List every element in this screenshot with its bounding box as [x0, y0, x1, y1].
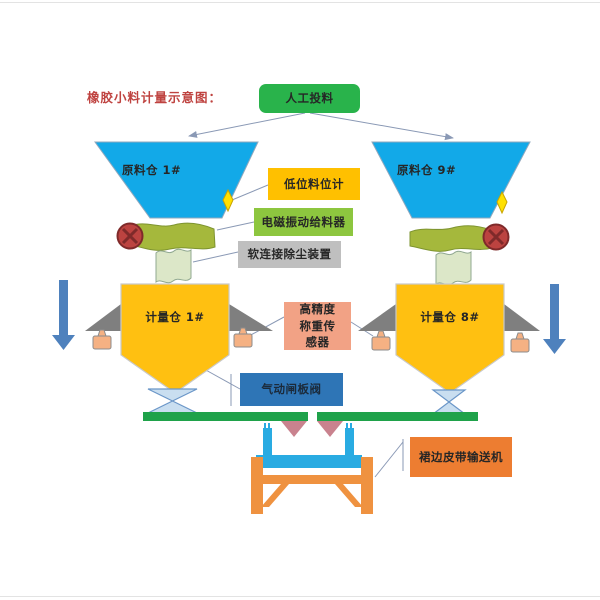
level-sensor-diamond-left-icon [222, 188, 234, 213]
conveyor-belt [256, 455, 362, 468]
leader-soft-connection [192, 251, 239, 263]
callout-conveyor: 裙边皮带输送机 [410, 437, 512, 477]
gate-valve-right [431, 389, 467, 415]
raw-bin-9-funnel [371, 141, 531, 219]
leader-conveyor [374, 441, 404, 478]
flow-arrow-left-icon [188, 112, 306, 138]
discharge-rail-right [317, 412, 478, 421]
page-title: 橡胶小料计量示意图： [87, 90, 223, 105]
raw-bin-1-label: 原料仓 1# [122, 162, 182, 177]
leader-low-level [231, 184, 269, 201]
weigh-bin-8-label: 计量仓 8# [420, 309, 480, 324]
soft-connection-left [155, 248, 192, 284]
support-bracket-2 [229, 304, 273, 331]
frame-brace-left [261, 484, 289, 507]
frame-beam [251, 475, 373, 484]
conveyor-frame [251, 457, 373, 514]
discharge-rail-left [143, 412, 308, 421]
weigh-bin-1-hopper [120, 283, 230, 394]
weigh-bin-8-hopper [395, 283, 505, 394]
load-cell-icon-4 [510, 332, 530, 353]
vibrating-feeder-left [130, 222, 216, 251]
load-cell-icon-2 [233, 327, 253, 348]
weigh-bin-1-label: 计量仓 1# [145, 309, 205, 324]
down-arrow-left-icon [52, 280, 75, 350]
discharge-spout-right [317, 421, 343, 437]
raw-bin-9-label: 原料仓 9# [397, 162, 457, 177]
leader-vibrating-feeder [216, 221, 255, 231]
conveyor-trough [256, 423, 362, 468]
leader-valve [203, 368, 241, 390]
callout-load-cell: 高精度称重传感器 [284, 302, 351, 350]
conveyor-skirt-left [263, 428, 272, 458]
frame-leg-left [251, 457, 263, 514]
callout-gate-valve: 气动闸板阀 [240, 373, 343, 406]
down-arrow-right-icon [543, 284, 566, 354]
support-bracket-4 [504, 304, 540, 331]
load-cell-icon-3 [371, 330, 391, 351]
bottom-border-line [0, 596, 600, 597]
discharge-spout-left [281, 421, 307, 437]
manual-feed-box: 人工投料 [259, 84, 360, 113]
level-sensor-diamond-right-icon [496, 190, 508, 215]
callout-low-level-indicator: 低位料位计 [268, 168, 360, 200]
callout-soft-connection: 软连接除尘装置 [238, 241, 341, 268]
support-bracket-1 [85, 304, 121, 331]
motor-right-icon [482, 223, 510, 251]
raw-bin-1-funnel [94, 141, 259, 219]
load-cell-icon-1 [92, 329, 112, 350]
leader-loadcell-left [248, 316, 285, 337]
frame-brace-right [335, 484, 363, 507]
frame-leg-right [361, 457, 373, 514]
soft-connection-right [435, 250, 472, 286]
top-border-line [0, 2, 600, 3]
motor-left-icon [116, 222, 144, 250]
conveyor-skirt-right [345, 428, 354, 458]
flow-arrow-right-icon [309, 112, 454, 141]
callout-vibrating-feeder: 电磁振动给料器 [254, 208, 353, 236]
connector-lines [188, 112, 454, 478]
support-bracket-3 [358, 304, 396, 331]
vibrating-feeder-right [409, 225, 493, 252]
gate-valve-left [147, 388, 198, 414]
